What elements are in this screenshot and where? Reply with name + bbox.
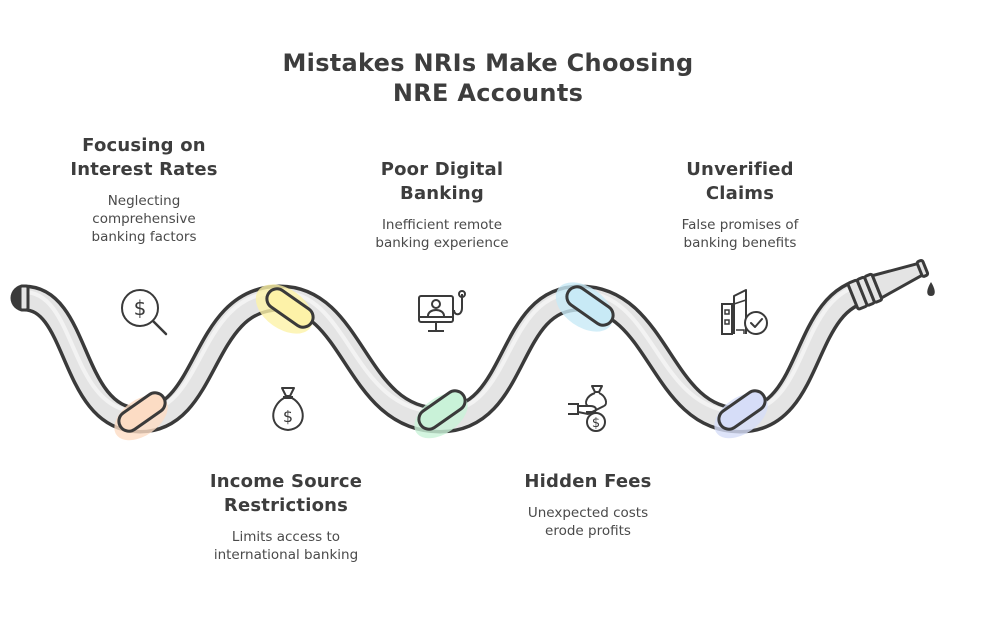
step-description: Inefficient remote banking experience: [375, 217, 509, 251]
step-description: False promises of banking benefits: [681, 217, 799, 251]
knot-1: [114, 391, 168, 441]
hand-money-bag-icon: $: [568, 385, 608, 432]
step-title: Hidden Fees: [524, 471, 652, 492]
verified-building-icon: [721, 289, 768, 335]
step-card-income-source-restrictions: Income Source Restrictions Limits access…: [186, 470, 386, 564]
computer-user-icon: [418, 290, 466, 332]
money-bag-icon: $: [272, 387, 304, 431]
knot-3: [414, 389, 468, 439]
dollar-magnifier-icon: $: [121, 289, 168, 336]
title-line-1: Mistakes NRIs Make Choosing: [282, 49, 694, 77]
step-title: Focusing on Interest Rates: [70, 135, 218, 180]
svg-text:$: $: [134, 296, 147, 320]
diagram-title: Mistakes NRIs Make Choosing NRE Accounts: [0, 48, 976, 108]
step-title: Income Source Restrictions: [209, 471, 363, 516]
step-description: Unexpected costs erode profits: [527, 505, 649, 539]
title-line-2: NRE Accounts: [392, 79, 584, 107]
step-card-hidden-fees: Hidden Fees Unexpected costs erode profi…: [488, 470, 688, 540]
knot-2: [255, 284, 315, 334]
step-card-focusing-on-interest-rates: Focusing on Interest Rates Neglecting co…: [44, 134, 244, 246]
step-card-unverified-claims: Unverified Claims False promises of bank…: [640, 158, 840, 252]
water-drop: [927, 282, 935, 296]
step-title: Unverified Claims: [686, 159, 794, 204]
knot-4: [555, 282, 615, 332]
knot-5: [714, 389, 768, 439]
step-description: Neglecting comprehensive banking factors: [91, 193, 197, 245]
step-description: Limits access to international banking: [213, 529, 359, 563]
svg-text:$: $: [592, 416, 600, 431]
step-card-poor-digital-banking: Poor Digital Banking Inefficient remote …: [342, 158, 542, 252]
step-title: Poor Digital Banking: [380, 159, 504, 204]
hose-nozzle: [846, 258, 930, 311]
svg-text:$: $: [283, 407, 293, 426]
